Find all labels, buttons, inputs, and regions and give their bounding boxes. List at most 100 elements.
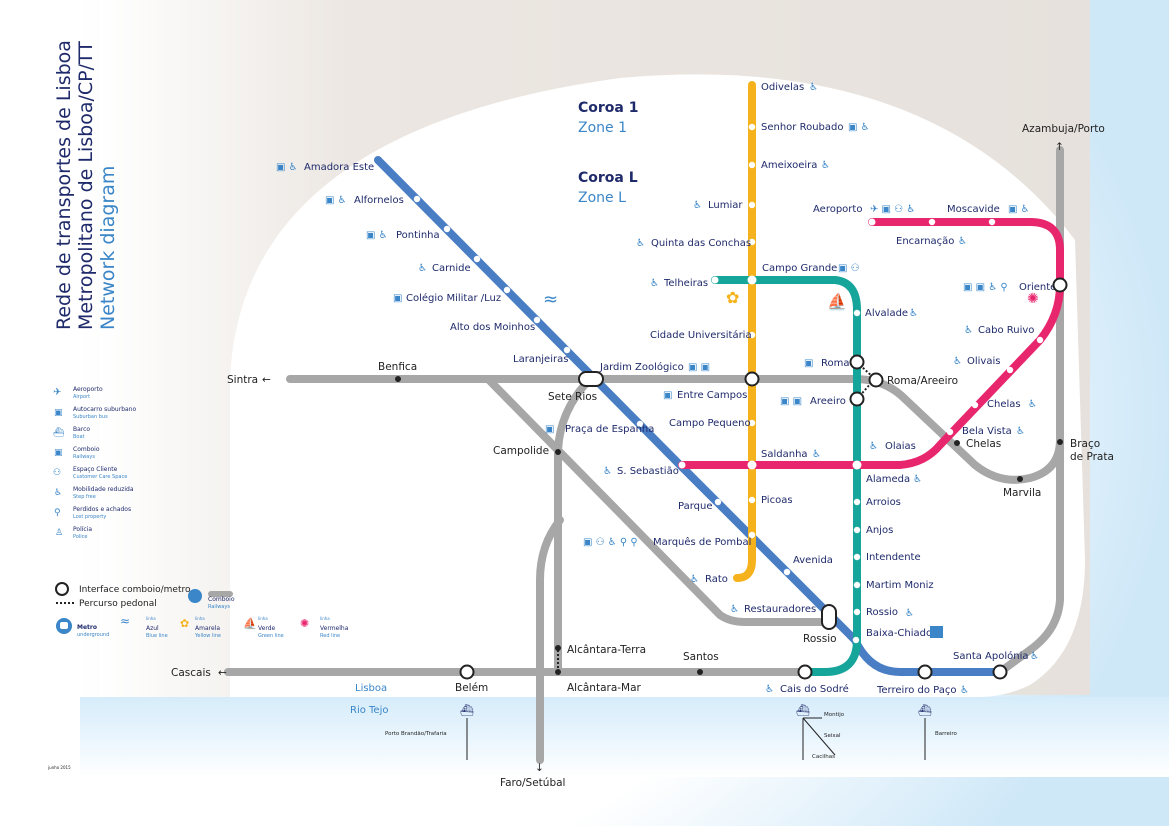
station-alvalade[interactable]: Alvalade <box>865 308 908 319</box>
interchange-belem[interactable] <box>459 664 475 680</box>
station-terreiro-paco[interactable]: Terreiro do Paço <box>876 685 956 696</box>
interchange-oriente[interactable] <box>1052 277 1068 293</box>
station-campolide[interactable]: Campolide <box>493 445 549 457</box>
station-restauradores[interactable]: Restauradores <box>744 604 816 615</box>
station-senhor-roubado[interactable]: Senhor Roubado <box>761 122 843 133</box>
station-dot-parque[interactable] <box>714 498 722 506</box>
station-dot-baixa-chiado[interactable] <box>852 636 860 644</box>
station-dot-s-sebastiao[interactable] <box>678 461 686 469</box>
station-alfornelos[interactable]: Alfornelos <box>354 195 404 206</box>
station-chelas[interactable]: Chelas <box>987 399 1021 410</box>
station-campo-grande[interactable]: Campo Grande <box>762 263 837 274</box>
station-entre-campos[interactable]: Entre Campos <box>677 390 747 401</box>
station-dot-anjos[interactable] <box>853 526 861 534</box>
station-dot-lumiar[interactable] <box>748 201 756 209</box>
station-bela-vista[interactable]: Bela Vista <box>962 426 1012 437</box>
station-oriente[interactable]: Oriente <box>1019 282 1056 293</box>
station-amadora-este[interactable]: Amadora Este <box>304 162 374 173</box>
rail-dot-braco-prata[interactable] <box>1057 439 1063 445</box>
rail-dot-chelas[interactable] <box>954 440 960 446</box>
station-odivelas[interactable]: Odivelas <box>761 82 804 93</box>
station-rossio[interactable]: Rossio <box>866 607 898 618</box>
station-alcantara-mar[interactable]: Alcântara-Mar <box>567 682 642 694</box>
station-dot-alameda[interactable] <box>852 460 862 470</box>
station-dot-rossio[interactable] <box>853 608 861 616</box>
station-dot-alfornelos[interactable] <box>413 195 421 203</box>
station-marvila[interactable]: Marvila <box>1003 487 1041 499</box>
station-dot-carnide[interactable] <box>473 255 481 263</box>
rail-dot-alcantara-terra[interactable] <box>555 645 561 651</box>
interchange-santa-apolonia[interactable] <box>992 664 1008 680</box>
station-cabo-ruivo[interactable]: Cabo Ruivo <box>978 325 1034 336</box>
station-areeiro[interactable]: Areeiro <box>810 396 846 407</box>
ferry-barreiro[interactable]: Barreiro <box>935 731 958 737</box>
station-dot-quinta-conchas[interactable] <box>748 238 756 246</box>
station-dot-laranjeiras[interactable] <box>563 346 571 354</box>
station-anjos[interactable]: Anjos <box>866 525 893 536</box>
station-dot-olivais[interactable] <box>1006 366 1014 374</box>
rail-dot-campolide[interactable] <box>555 449 561 455</box>
station-dot-campo-grande[interactable] <box>747 275 757 285</box>
station-jardim-zoologico[interactable]: Jardim Zoológico <box>599 361 684 373</box>
interchange-areeiro[interactable] <box>849 391 865 407</box>
station-dot-senhor-roubado[interactable] <box>748 123 756 131</box>
station-dot-moscavide[interactable] <box>988 218 996 226</box>
station-carnide[interactable]: Carnide <box>432 263 471 274</box>
station-saldanha[interactable]: Saldanha <box>761 449 808 460</box>
station-picoas[interactable]: Picoas <box>761 495 793 506</box>
station-dot-martim-moniz[interactable] <box>853 581 861 589</box>
station-dot-chelas[interactable] <box>971 401 979 409</box>
interchange-roma[interactable] <box>849 354 865 370</box>
station-laranjeiras[interactable]: Laranjeiras <box>513 354 568 365</box>
station-cidade-universitaria[interactable]: Cidade Universitária <box>650 329 752 341</box>
station-dot-colegio-militar[interactable] <box>503 286 511 294</box>
station-olaias[interactable]: Olaias <box>885 441 916 452</box>
ferry-cacilhas[interactable]: Cacilhas <box>812 754 835 760</box>
destination-sintra[interactable]: Sintra <box>227 374 258 386</box>
rail-dot-marvila[interactable] <box>1017 476 1023 482</box>
station-alto-moinhos[interactable]: Alto dos Moinhos <box>450 322 535 333</box>
station-dot-cidade-universitaria[interactable] <box>748 331 756 339</box>
station-dot-pontinha[interactable] <box>443 225 451 233</box>
station-dot-bela-vista[interactable] <box>946 428 954 436</box>
station-colegio-militar[interactable]: Colégio Militar /Luz <box>406 292 501 304</box>
station-dot-avenida[interactable] <box>783 568 791 576</box>
station-dot-ameixoeira[interactable] <box>748 161 756 169</box>
interchange-terreiro-paco[interactable] <box>917 664 933 680</box>
station-chelas-cp[interactable]: Chelas <box>966 438 1001 450</box>
station-marques-pombal[interactable]: Marquês de Pombal <box>653 536 751 548</box>
station-dot-telheiras[interactable] <box>711 276 719 284</box>
station-santa-apolonia[interactable]: Santa Apolónia <box>953 650 1029 662</box>
station-belem[interactable]: Belém <box>455 682 488 694</box>
station-alameda[interactable]: Alameda <box>866 474 910 485</box>
interchange-sete-rios[interactable] <box>578 371 604 387</box>
station-arroios[interactable]: Arroios <box>866 497 901 508</box>
station-roma[interactable]: Roma <box>821 358 850 369</box>
interchange-cais-sodre[interactable] <box>797 664 813 680</box>
station-pontinha[interactable]: Pontinha <box>396 230 440 241</box>
interchange-roma-areeiro[interactable] <box>868 372 884 388</box>
station-dot-cabo-ruivo[interactable] <box>1036 336 1044 344</box>
interchange-rossio[interactable] <box>821 604 837 630</box>
station-avenida[interactable]: Avenida <box>793 555 833 566</box>
station-rossio-cp[interactable]: Rossio <box>803 633 837 645</box>
station-dot-alvalade[interactable] <box>853 309 861 317</box>
station-parque[interactable]: Parque <box>678 501 712 512</box>
station-braco-prata[interactable]: Braço <box>1070 438 1100 450</box>
station-encarnacao[interactable]: Encarnação <box>896 236 954 247</box>
station-alcantara-terra[interactable]: Alcântara-Terra <box>567 644 646 656</box>
station-dot-campo-pequeno[interactable] <box>748 419 756 427</box>
station-rato[interactable]: Rato <box>705 574 728 585</box>
station-dot-intendente[interactable] <box>853 553 861 561</box>
rail-dot-benfica[interactable] <box>395 376 401 382</box>
destination-cascais[interactable]: Cascais <box>171 667 211 679</box>
station-braco-prata-2[interactable]: de Prata <box>1070 451 1114 463</box>
station-olivais[interactable]: Olivais <box>967 356 1000 367</box>
station-roma-areeiro[interactable]: Roma/Areeiro <box>887 375 958 387</box>
interchange-entre-campos[interactable] <box>744 371 760 387</box>
station-benfica[interactable]: Benfica <box>378 361 417 373</box>
rail-dot-alcantara-mar[interactable] <box>555 669 561 675</box>
station-dot-encarnacao[interactable] <box>928 218 936 226</box>
station-campo-pequeno[interactable]: Campo Pequeno <box>669 418 751 429</box>
station-quinta-conchas[interactable]: Quinta das Conchas <box>651 238 751 249</box>
